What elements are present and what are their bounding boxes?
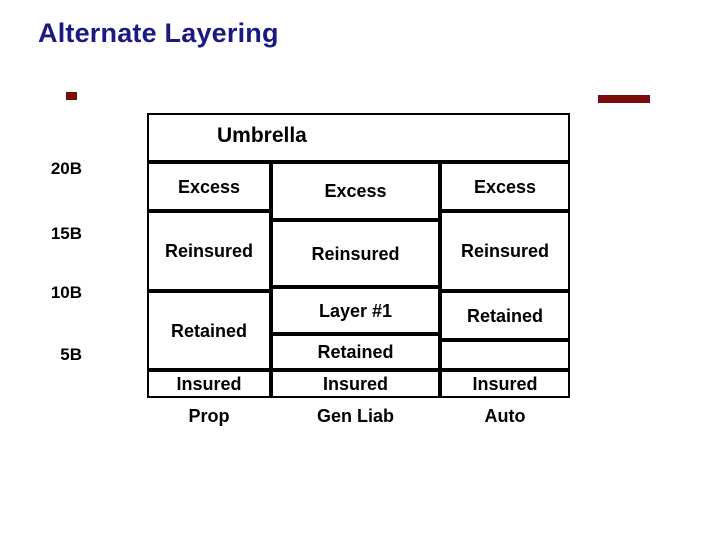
cell-genliab-insured: Insured	[271, 370, 440, 398]
cell-label: Layer #1	[318, 300, 393, 321]
cell-label: Reinsured	[311, 243, 400, 264]
page-title: Alternate Layering	[38, 18, 279, 48]
cell-prop-excess: Excess	[147, 162, 271, 211]
cell-label: Excess	[324, 181, 387, 201]
cell-label: Retained	[466, 305, 544, 326]
axis-tick-5b: 5B	[60, 345, 82, 364]
layering-diagram: Umbrella Excess Reinsured Retained Insur…	[147, 113, 570, 398]
cell-label: Insured	[472, 374, 538, 394]
cell-label: Retained	[170, 320, 248, 341]
axis-tick-20b: 20B	[50, 159, 82, 178]
column-auto: Excess Reinsured Retained Insured	[440, 162, 570, 398]
cell-label: Reinsured	[460, 241, 550, 261]
category-label-auto: Auto	[484, 406, 526, 426]
cell-genliab-reinsured: Reinsured	[271, 220, 440, 287]
cell-label: Excess	[473, 176, 537, 197]
cell-label: Insured	[176, 374, 242, 394]
cell-genliab-excess: Excess	[271, 162, 440, 220]
cell-genliab-retained: Retained	[271, 334, 440, 370]
axis-tick-10b: 10B	[50, 283, 82, 302]
umbrella-header-cell: Umbrella	[147, 113, 570, 162]
cell-auto-reinsured: Reinsured	[440, 211, 570, 291]
umbrella-label: Umbrella	[217, 124, 307, 147]
cell-auto-excess: Excess	[440, 162, 570, 211]
cell-auto-retained: Retained	[440, 291, 570, 340]
cell-genliab-layer1: Layer #1	[271, 287, 440, 334]
cell-prop-retained: Retained	[147, 291, 271, 370]
cell-prop-insured: Insured	[147, 370, 271, 398]
bullet-square-icon	[66, 92, 77, 100]
cell-auto-insured: Insured	[440, 370, 570, 398]
category-label-gen-liab: Gen Liab	[316, 406, 394, 426]
axis-tick-15b: 15B	[50, 224, 82, 243]
column-prop: Excess Reinsured Retained Insured	[147, 162, 271, 398]
cell-prop-reinsured: Reinsured	[147, 211, 271, 291]
category-label-prop: Prop	[188, 406, 230, 426]
cell-label: Excess	[177, 176, 241, 197]
accent-rule-icon	[598, 95, 650, 103]
cell-auto-spacer	[440, 340, 570, 370]
cell-label: Insured	[322, 374, 388, 394]
cell-label: Reinsured	[164, 241, 254, 261]
cell-label: Retained	[317, 342, 394, 362]
column-gen-liab: Excess Reinsured Layer #1 Retained Insur…	[271, 162, 440, 398]
